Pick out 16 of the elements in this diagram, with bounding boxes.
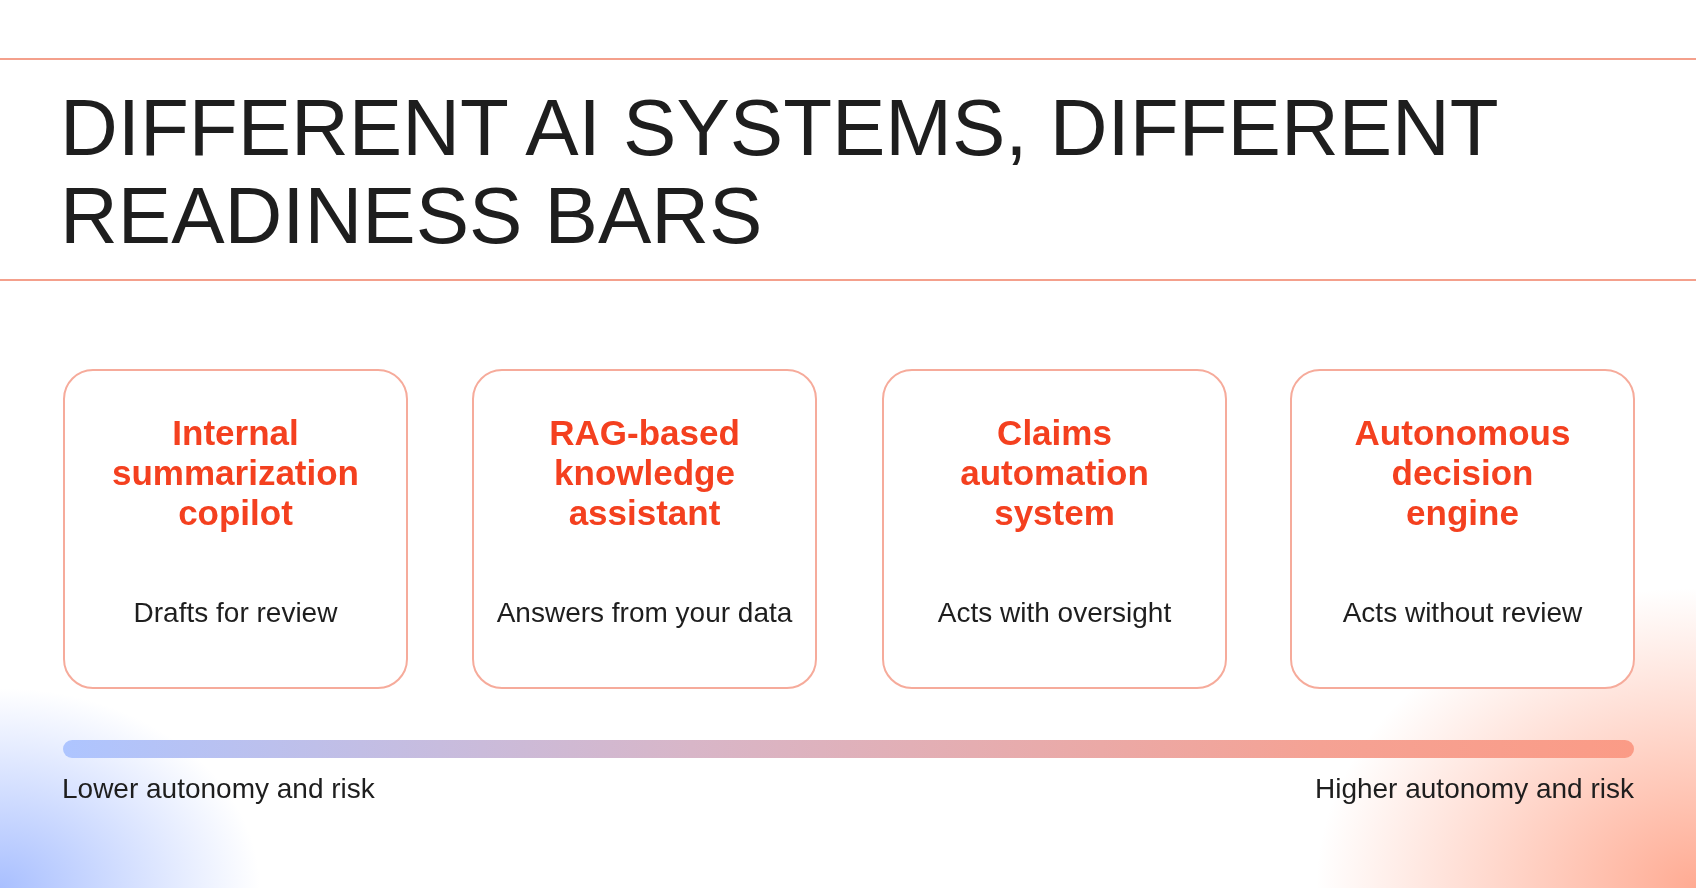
card-description: Answers from your data: [495, 595, 794, 630]
card-heading: Claims automation system: [959, 413, 1150, 533]
card-description: Drafts for review: [132, 595, 339, 630]
system-card: [1290, 369, 1635, 689]
scale-label: Lower autonomy and risk: [62, 772, 375, 806]
card-heading: Autonomous decision engine: [1353, 413, 1572, 533]
system-card: [882, 369, 1227, 689]
card-heading: RAG-based knowledge assistant: [548, 413, 741, 533]
card-heading: Internal summarization copilot: [111, 413, 360, 533]
system-card: [472, 369, 817, 689]
card-description: Acts without review: [1341, 595, 1584, 630]
card-description: Acts with oversight: [936, 595, 1173, 630]
scale-label: Higher autonomy and risk: [1314, 772, 1634, 806]
system-card: [63, 369, 408, 689]
gradient-scale-bar: [63, 740, 1634, 758]
title: DIFFERENT AI SYSTEMS, DIFFERENT READINESS BARS: [60, 84, 1499, 260]
